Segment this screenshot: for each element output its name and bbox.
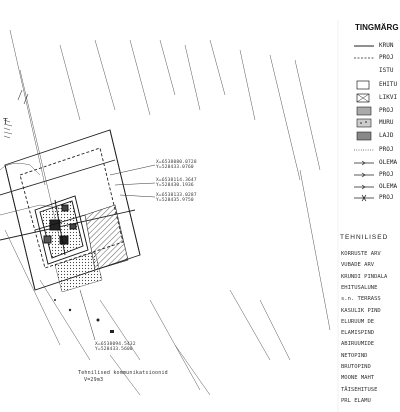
legend-item: MURU <box>353 118 400 128</box>
plan-marks <box>54 299 114 333</box>
legend-item-label: OLEMA <box>379 183 398 190</box>
left-ticks <box>3 89 29 139</box>
dash-icon <box>354 57 374 59</box>
hatched-area <box>84 204 129 271</box>
grass-icon <box>356 118 372 128</box>
legend-item-label: ISTU <box>379 67 394 74</box>
legend-item-label: LIKVI <box>379 94 398 101</box>
legend-item: PROJ <box>353 106 400 116</box>
legend-item: PROJ <box>353 193 400 203</box>
tech-row: s.n. TERRASS <box>341 296 381 303</box>
legend-item-label: OLEMA <box>379 159 398 166</box>
legend-item: KRUN <box>353 41 400 51</box>
tech-row: MOONE MAHT <box>341 375 375 382</box>
legend-item-label: MURU <box>379 119 394 126</box>
legend-item-label: PROJ <box>379 107 394 114</box>
legend-item-label: KRUN <box>379 42 394 49</box>
arrow-line-icon <box>354 172 374 178</box>
legend-item: LAJD <box>353 131 400 141</box>
x-line-icon <box>354 194 374 202</box>
dot-line-icon <box>354 149 374 151</box>
legend-item: PROJ <box>353 53 400 63</box>
building-footprint <box>34 195 89 265</box>
tech-row: KASULIK PIND <box>341 307 381 314</box>
tech-row: TÄISEHITUSE <box>341 386 378 393</box>
bottom-label-2: V=29m3 <box>84 377 104 383</box>
legend-item: LIKVI <box>353 93 400 103</box>
grass-area <box>54 251 103 293</box>
tech-row: PRL ELAMU <box>341 397 371 404</box>
coord-label-1: X=6538080.0728 Y=528433.0760 <box>156 160 197 170</box>
arrow-line-icon <box>354 160 374 166</box>
legend-item: OLEMA <box>353 158 400 168</box>
box-icon <box>356 80 370 90</box>
hatch-box-icon <box>356 131 372 141</box>
tech-row: KRUNDI PINDALA <box>341 273 388 280</box>
tech-row: VUBADE ARV <box>341 262 375 269</box>
tech-row: ABIRUUMIDE <box>341 341 375 348</box>
legend-item-label: PROJ <box>379 194 394 201</box>
legend-item: OLEMA <box>353 182 400 192</box>
coord-label-bottom: X=6538094.5432 Y=528433.5600 <box>95 342 136 352</box>
legend-item: PROJ <box>353 170 400 180</box>
tech-title: TEHNILISED <box>340 234 389 241</box>
hatch-icon <box>356 106 372 116</box>
legend-item-label: EHITU <box>379 81 398 88</box>
arrow-line-icon <box>354 184 374 190</box>
legend-item-label: LAJD <box>379 132 394 139</box>
bottom-label-1: Tehnilised kommunikatsioonid <box>78 370 168 376</box>
tech-row: ELURUUM DE <box>341 318 375 325</box>
legend-item: ISTU <box>353 66 400 76</box>
legend-item-label: PROJ <box>379 171 394 178</box>
legend-item-label: PROJ <box>379 146 394 153</box>
tech-row: EHITUSALUNE <box>341 284 378 291</box>
tech-row: NETOPIND <box>341 352 368 359</box>
blank-icon <box>353 66 375 76</box>
cross-box-icon <box>356 93 370 103</box>
tech-row: KORRUSTE ARV <box>341 251 381 257</box>
side-label: T <box>3 117 9 126</box>
coord-label-3: X=6538133.0287 Y=528435.9750 <box>156 193 197 203</box>
tech-row: ELAMISPIND <box>341 330 375 337</box>
line-icon <box>354 45 374 47</box>
coordinate-leaders <box>79 164 156 341</box>
tech-row: BRUTOPIND <box>341 364 371 370</box>
coord-label-2: X=6538114.3647 Y=528430.1936 <box>156 178 197 188</box>
legend-item: EHITU <box>353 80 400 90</box>
legend-item-label: PROJ <box>379 54 394 61</box>
legend-item: PROJ <box>353 145 400 155</box>
legend-title: TINGMÄRG <box>355 23 399 32</box>
